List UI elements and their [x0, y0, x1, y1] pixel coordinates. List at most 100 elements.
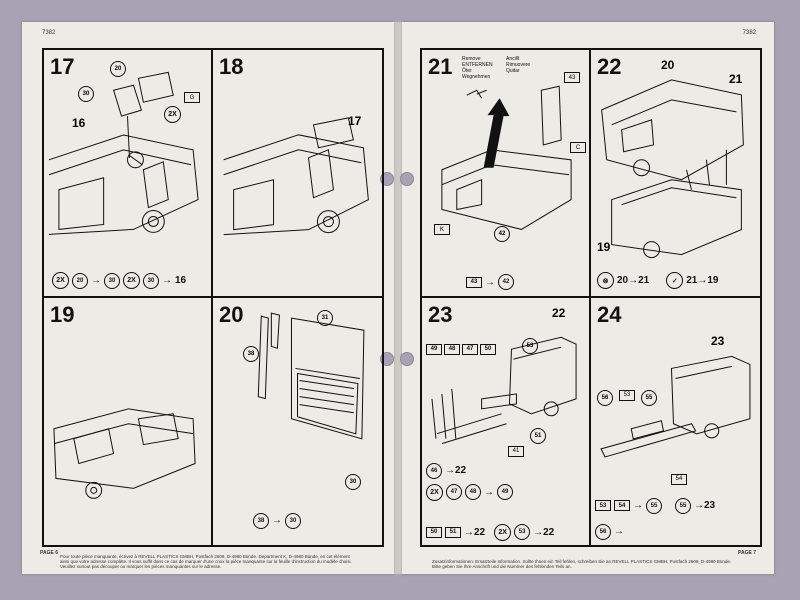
- glue-icon: ✓: [666, 272, 684, 289]
- quantity-badge: 2X: [426, 483, 443, 501]
- step-number: 17: [50, 54, 75, 79]
- part-callout: 51: [530, 427, 546, 444]
- step-21-panel: 21 Remove ENTFERNEN Ôter Wegnehmen Ancil…: [422, 50, 591, 298]
- step-23-part-row: 49 48 47 50: [426, 343, 496, 355]
- part-callout: 53: [522, 337, 538, 354]
- glue-flag: G: [184, 92, 200, 103]
- arrow-icon: →: [91, 275, 101, 286]
- step-24-drawing: [600, 355, 751, 458]
- arrow-icon: →: [485, 276, 495, 288]
- sequence-text: →23: [694, 500, 716, 511]
- part-flag: 50: [426, 526, 442, 538]
- part-callout: 55: [641, 389, 657, 406]
- page-label: PAGE 6: [40, 550, 58, 556]
- part-callout: 49: [497, 484, 513, 500]
- right-step-grid: 21 Remove ENTFERNEN Ôter Wegnehmen Ancil…: [420, 48, 762, 547]
- part-callout: 30: [345, 473, 361, 490]
- arrow-icon: →: [614, 526, 624, 537]
- left-page: 7382 17 20 30 16 2X: [22, 22, 394, 574]
- step-number: 23: [428, 301, 453, 327]
- sequence-text: 21→19: [686, 275, 719, 286]
- subassembly-label: 19: [597, 240, 611, 254]
- sequence-text: →22: [533, 526, 555, 538]
- part-callout: 38: [243, 345, 259, 362]
- footer-text: Zusatzinformationen: Ersatzteile Informa…: [432, 559, 732, 569]
- subassembly-label: 16: [72, 116, 86, 130]
- no-glue-icon: ⊗: [597, 272, 614, 289]
- quantity-badge: 2X: [52, 272, 69, 289]
- quantity-badge: 2X: [123, 272, 140, 289]
- part-callout: 20: [72, 272, 88, 289]
- remove-legend-alt: Ancillt Rimuovere Quitar: [506, 56, 531, 74]
- step-19-panel: 19: [44, 297, 213, 545]
- step-number: 19: [50, 301, 75, 327]
- step-18-drawing: [223, 117, 369, 236]
- part-callout: 31: [317, 309, 333, 326]
- part-callout: 42: [494, 226, 510, 242]
- part-flag: 54: [614, 500, 630, 511]
- part-callout: 30: [143, 272, 159, 289]
- arrow-icon: →: [272, 515, 282, 526]
- left-page-code: 7382: [42, 30, 56, 36]
- sequence-text: →22: [445, 465, 467, 476]
- quantity-badge: 2X: [494, 523, 512, 541]
- left-step-grid: 17 20 30 16 2X G 2X: [42, 48, 384, 547]
- punch-hole: [400, 352, 414, 366]
- step-23-seq-1: 46 →22: [426, 462, 467, 479]
- part-callout: 53: [514, 524, 531, 540]
- step-22-panel: 22 20 21 19 ⊗ 20→21 ✓ 2: [591, 50, 760, 298]
- part-flag: 50: [480, 343, 496, 355]
- part-callout: 46: [426, 462, 442, 479]
- part-callout: 20: [110, 61, 126, 77]
- arrow-icon: →: [633, 500, 643, 511]
- step-17-drawing: [48, 71, 199, 235]
- part-callout: 47: [446, 484, 462, 500]
- remove-legend: Remove ENTFERNEN Ôter Wegnehmen: [462, 56, 493, 80]
- step-17-panel: 17 20 30 16 2X G 2X: [44, 50, 213, 298]
- arrow-icon: →: [484, 486, 494, 498]
- footer-text: Pour toute pièce manquante, écrivez à RE…: [60, 554, 352, 569]
- step-20-drawing: [257, 311, 365, 440]
- part-flag: 54: [671, 473, 687, 485]
- part-flag: 41: [508, 445, 524, 457]
- part-callout: 55: [646, 497, 662, 514]
- step-24-panel: 24 23 56 53 55 54 53 54 → 55 55: [591, 298, 760, 546]
- step-22-drawing: [601, 79, 744, 259]
- glue-flag: K: [434, 224, 450, 235]
- part-flag: 43: [466, 276, 482, 288]
- part-flag: 47: [462, 343, 478, 355]
- part-flag: 43: [564, 72, 580, 83]
- part-callout: 38: [253, 512, 269, 529]
- step-24-seq-2: 56 →: [595, 523, 624, 540]
- step-18-panel: 18 17: [213, 50, 382, 298]
- part-flag: 53: [619, 389, 635, 401]
- step-22-sequence: ⊗ 20→21 ✓ 21→19: [597, 272, 719, 289]
- right-page: 7382 21 Remove ENTFERNEN Ôter Wegnehmen …: [400, 22, 774, 574]
- subassembly-label: 20: [661, 58, 675, 72]
- sequence-text: 20→21: [617, 275, 650, 286]
- part-flag: 48: [444, 343, 460, 355]
- arrow-icon: →: [162, 275, 172, 286]
- step-23-panel: 23 22 49 48 47 50 51 53 41: [422, 297, 591, 545]
- step-17-sequence: 2X 20 → 30 2X 30 → 16: [52, 272, 186, 289]
- step-19-drawing: [53, 407, 196, 499]
- subassembly-label: 21: [729, 72, 743, 86]
- punch-hole: [400, 172, 414, 186]
- step-number: 18: [219, 54, 244, 79]
- part-callout: 30: [78, 86, 94, 102]
- part-callout: 48: [465, 484, 481, 500]
- part-flag: 51: [445, 526, 461, 538]
- step-number: 22: [597, 54, 622, 79]
- subassembly-label: 22: [552, 305, 566, 320]
- step-23-seq-2: 2X 47 48 → 49: [426, 483, 513, 501]
- part-flag: 49: [426, 343, 442, 355]
- step-20-sequence: 38 → 30: [253, 512, 301, 529]
- step-number: 24: [597, 301, 622, 327]
- subassembly-label: 17: [348, 114, 362, 128]
- part-callout: 55: [675, 497, 691, 514]
- page-label: PAGE 7: [738, 550, 756, 556]
- part-callout: 30: [285, 512, 301, 529]
- subassembly-label: 23: [711, 333, 725, 348]
- step-23-seq-3: 50 51 →22 2X 53 →22: [426, 523, 555, 541]
- part-callout: 42: [498, 274, 514, 290]
